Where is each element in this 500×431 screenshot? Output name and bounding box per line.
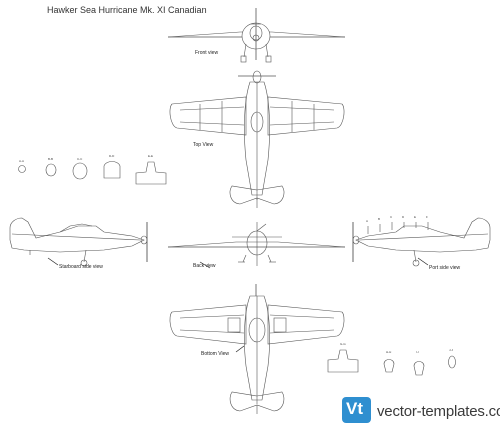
section-marker: C bbox=[390, 215, 393, 219]
starboard-side-view-drawing bbox=[9, 217, 148, 267]
brand-logo: Vt bbox=[342, 397, 371, 423]
section-outlines-bottom bbox=[327, 349, 456, 376]
back-view-label: Back view bbox=[193, 263, 216, 269]
section-label: D-D bbox=[109, 154, 115, 158]
bottom-view-label: Bottom View bbox=[201, 351, 229, 357]
section-label: A-A bbox=[19, 159, 25, 163]
section-outlines-left bbox=[18, 161, 167, 185]
front-view-drawing bbox=[167, 8, 346, 63]
section-label: B-B bbox=[48, 157, 54, 161]
page-title: Hawker Sea Hurricane Mk. XI Canadian bbox=[47, 5, 207, 15]
back-view-drawing bbox=[167, 222, 346, 269]
section-marker: B bbox=[378, 217, 381, 221]
section-label: I-I bbox=[416, 350, 419, 354]
section-marker: A bbox=[366, 219, 369, 223]
section-label: G-G bbox=[340, 342, 346, 346]
bottom-view-drawing bbox=[169, 284, 345, 414]
section-marker: F bbox=[426, 215, 428, 219]
section-label: E-E bbox=[148, 154, 154, 158]
section-marker: D bbox=[402, 215, 405, 219]
port-side-view-drawing bbox=[352, 217, 491, 267]
starboard-view-label: Starboard side view bbox=[59, 264, 103, 270]
section-label: C-C bbox=[77, 157, 83, 161]
section-label: H-H bbox=[386, 350, 392, 354]
front-view-label: Front view bbox=[195, 50, 219, 56]
section-label: J-J bbox=[449, 348, 453, 352]
top-view-label: Top View bbox=[193, 142, 214, 148]
top-view-drawing bbox=[169, 70, 345, 208]
logo-letter: Vt bbox=[346, 399, 363, 418]
section-marker: E bbox=[414, 215, 417, 219]
brand-site[interactable]: vector-templates.com bbox=[377, 403, 500, 420]
port-view-label: Port side view bbox=[429, 265, 461, 271]
